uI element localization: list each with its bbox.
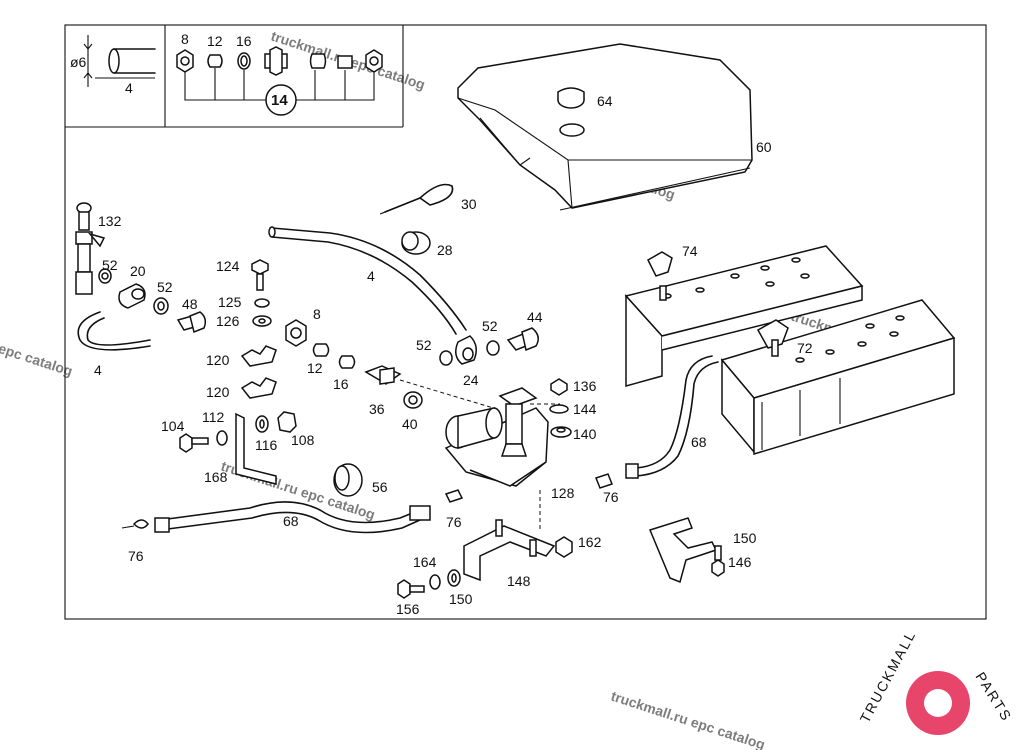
part-label-12: 12 [307,360,323,376]
part-label-8: 8 [181,31,189,47]
part-label-52: 52 [416,337,432,353]
part-label-108: 108 [291,432,315,448]
part-label-168: 168 [204,469,228,485]
part-label-112: 112 [202,409,225,425]
part-label-16: 16 [333,376,349,392]
part-label-164: 164 [413,554,437,570]
part-label-150: 150 [733,530,757,546]
line-fittings: 8 12 16 36 40 [285,306,423,432]
part-label-76: 76 [603,489,619,505]
part-label-136: 136 [573,378,597,394]
part-label-120: 120 [206,352,230,368]
part-label-36: 36 [369,401,385,417]
bracket-fasteners: 104 112 116 108 168 [161,409,315,485]
brand-logo: TRUCKMALL PARTS [857,627,1015,735]
part-label-24: 24 [463,372,479,388]
grommet: 28 [401,231,453,258]
part-label-20: 20 [130,263,146,279]
brand-accent: PARTS [972,669,1015,724]
part-label-104: 104 [161,418,185,434]
fuel-tank: 64 60 [457,43,772,211]
hose-clips: 120 120 [206,345,277,400]
part-label-120: 120 [206,384,230,400]
inset-size-label: ø6 [70,54,87,70]
grommet-large: 56 [333,463,388,497]
part-label-12: 12 [207,33,223,49]
part-label-8: 8 [313,306,321,322]
watermark-text: truckmall.ru epc catalog [609,688,767,750]
part-label-148: 148 [507,573,531,589]
part-label-128: 128 [551,485,575,501]
part-label-48: 48 [182,296,198,312]
part-label-125: 125 [218,294,242,310]
part-label-160: 150 [449,591,473,607]
part-label-76: 76 [128,548,144,564]
part-label-76: 76 [446,514,462,530]
battery-rear: 74 [624,243,864,387]
diagram-frame [64,24,987,620]
inset-fitting-assembly: 14 8 12 16 [176,31,383,116]
part-label-56: 56 [372,479,388,495]
cable-tie: 30 [379,183,477,215]
battery-hold-down: 150 146 [648,517,757,584]
hose-long: 4 [268,226,467,335]
part-label-72: 72 [797,340,813,356]
part-label-132: 132 [98,213,122,229]
part-label-68: 68 [283,513,299,529]
inset-length-label: 4 [125,80,133,96]
part-label-4: 4 [367,268,375,284]
part-label-30: 30 [461,196,477,212]
mounting-bracket: 162 148 164 156 150 [396,519,602,617]
part-label-16: 16 [236,33,252,49]
part-label-60: 60 [756,139,772,155]
part-label-162: 162 [578,534,602,550]
part-label-44: 44 [527,309,543,325]
hose-short: 4 [77,311,151,378]
assembly-label: 14 [271,92,288,109]
part-label-146: 146 [728,554,752,570]
part-label-140: 140 [573,426,597,442]
banjo-group: 52 24 52 44 [416,309,543,388]
part-label-144: 144 [573,401,597,417]
part-label-28: 28 [437,242,453,258]
part-label-40: 40 [402,416,418,432]
part-label-52: 52 [482,318,498,334]
battery-cable-lower: 68 76 76 [121,489,464,564]
part-label-126: 126 [216,313,240,329]
part-label-52: 52 [157,279,173,295]
battery-cable-right: 68 76 [595,355,719,505]
inset-hose-dimension: ø6 4 [65,25,404,128]
watermark-text: l epc catalog [0,338,75,379]
part-label-68: 68 [691,434,707,450]
battery-front: 72 [720,299,956,456]
fuel-filter: 128 [399,379,575,530]
part-label-64: 64 [597,93,613,109]
bolt-washer-group: 124 125 126 [216,258,272,329]
part-label-156: 156 [396,601,420,617]
part-label-52: 52 [102,257,118,273]
part-label-116: 116 [255,437,278,453]
part-label-4: 4 [94,362,102,378]
nut-washer-stack: 136 144 140 [549,378,597,442]
drain-valve-assembly: 132 52 20 52 48 [75,202,207,334]
part-label-124: 124 [216,258,240,274]
part-label-74: 74 [682,243,698,259]
